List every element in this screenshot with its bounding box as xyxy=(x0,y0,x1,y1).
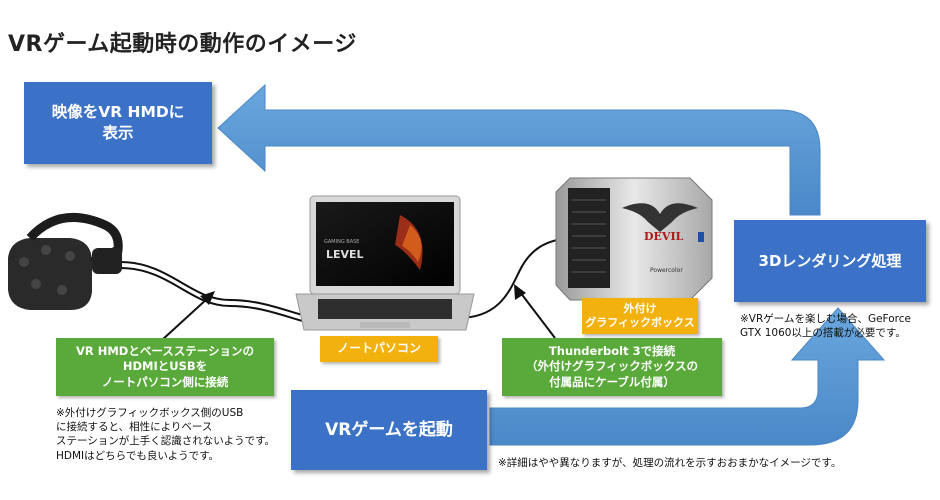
laptop-brand-small: GAMING BASE xyxy=(324,239,359,245)
pointer-arrow-thunderbolt xyxy=(514,284,556,339)
gpu-usb-note: ※外付けグラフィックボックス側のUSB に接続すると、相性によりベース ステーシ… xyxy=(56,407,276,462)
gpu-box-image: DEVIL Powercolor xyxy=(555,177,713,301)
requirement-note: ※VRゲームを楽しむ場合、GeForce GTX 1060以上の搭載が必要です。 xyxy=(740,313,911,340)
laptop-brand-logo: LEVEL xyxy=(326,248,364,261)
page-title: VRゲーム起動時の動作のイメージ xyxy=(8,32,357,57)
external-gpu-label: 外付け グラフィックボックス xyxy=(582,298,698,334)
display-hmd-box: 映像をVR HMDに 表示 xyxy=(24,82,212,164)
pointer-arrow-hmd xyxy=(161,291,215,341)
rendering-box: 3Dレンダリング処理 xyxy=(734,220,926,302)
gpu-brand: DEVIL xyxy=(644,230,684,243)
thunderbolt-label: Thunderbolt 3で接続 （外付けグラフィックボックスの 付属品にケーブ… xyxy=(502,338,722,396)
hmd-connection-label: VR HMDとベースステーションの HDMIとUSBを ノートパソコン側に接続 xyxy=(56,338,274,396)
notebook-label: ノートパソコン xyxy=(320,336,438,362)
flow-arrow-bottom xyxy=(489,307,886,446)
hmd-cable xyxy=(119,261,321,319)
gpu-maker: Powercolor xyxy=(650,267,683,274)
laptop-image: GAMING BASE LEVEL xyxy=(295,195,475,331)
vr-headset-image xyxy=(8,212,123,310)
thunderbolt-cable xyxy=(457,237,571,319)
launch-game-box: VRゲームを起動 xyxy=(291,390,487,470)
flow-arrow-top xyxy=(217,83,821,216)
detail-note: ※詳細はやや異なりますが、処理の流れを示すおおまかなイメージです。 xyxy=(498,457,842,469)
